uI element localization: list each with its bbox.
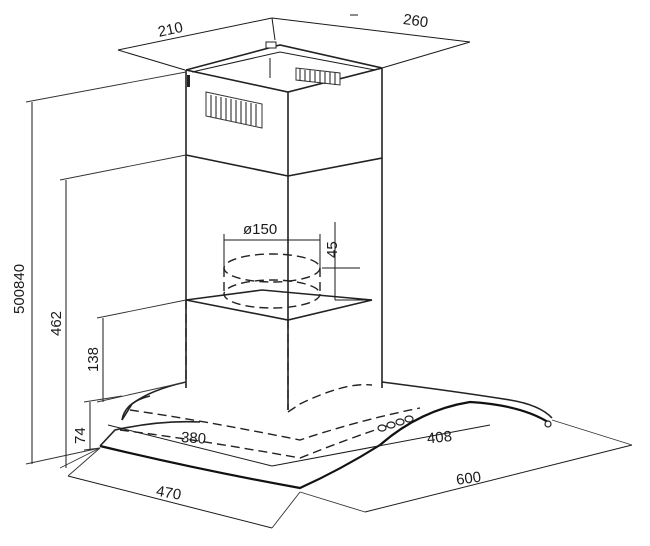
dim-body-height: 138 [85, 347, 102, 372]
dim-chimney-depth: 210 [156, 19, 184, 41]
dim-duct-offset: 45 [324, 241, 341, 258]
chimney-vent-grille-right [295, 67, 341, 86]
bottom-dimension-lines [67, 419, 633, 529]
dim-canopy-depth: 470 [155, 483, 183, 504]
dim-total-height: 500840 [11, 264, 28, 314]
control-buttons [377, 415, 414, 432]
chimney-top-dimension-lines [117, 14, 471, 71]
chimney-vent-grille [205, 91, 263, 129]
chimney-outer [185, 41, 383, 410]
glass-canopy [99, 381, 553, 490]
duct-outlet [223, 222, 372, 309]
left-dimension-lines [25, 71, 187, 469]
dim-canopy-width: 600 [455, 469, 482, 489]
dim-canopy-height: 74 [72, 427, 89, 444]
dim-duct-diameter: ø150 [243, 221, 277, 238]
motor-housing [185, 289, 373, 413]
dim-lower-height: 462 [48, 311, 65, 336]
dim-canopy-depth-inner: 380 [180, 429, 206, 448]
dim-chimney-width: 260 [402, 11, 429, 31]
dim-canopy-width-inner: 408 [426, 428, 453, 448]
